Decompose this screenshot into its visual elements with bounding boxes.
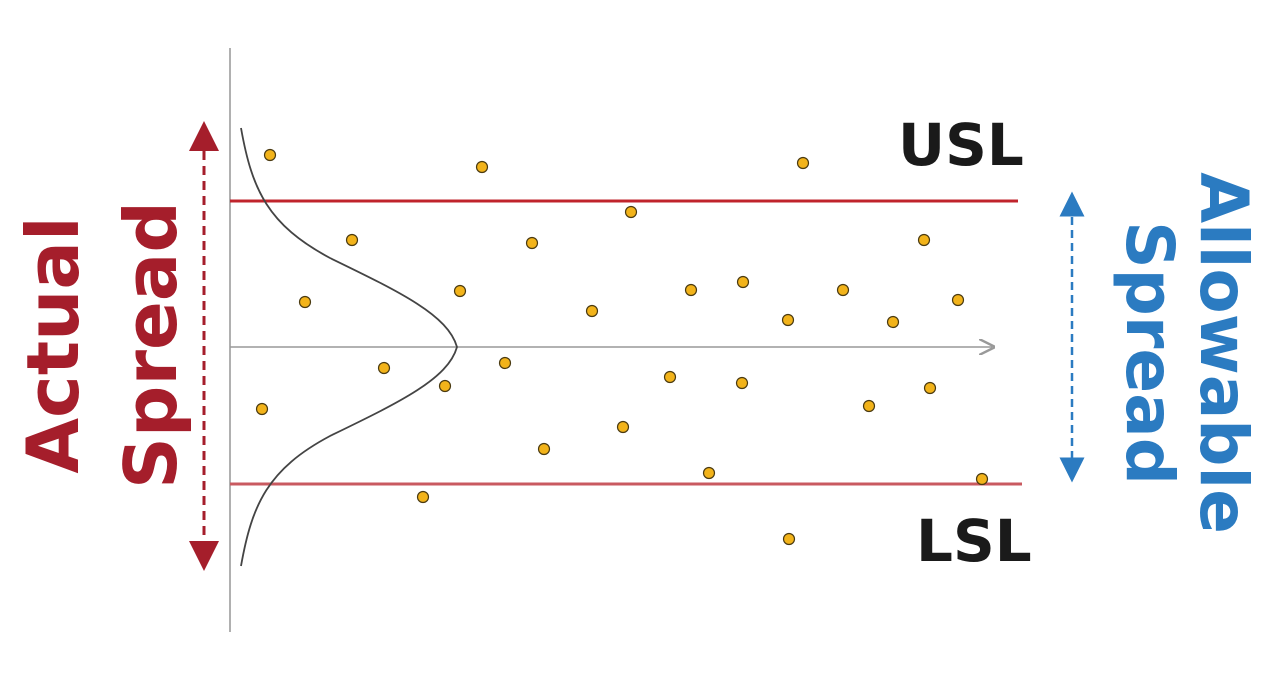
data-point [616, 420, 630, 434]
usl-label: USL [898, 111, 1024, 179]
data-point [298, 295, 312, 309]
data-points [255, 148, 989, 546]
data-point [416, 490, 430, 504]
data-point [525, 236, 539, 250]
data-point [684, 283, 698, 297]
data-point [951, 293, 965, 307]
lsl-label: LSL [916, 507, 1032, 575]
data-point [475, 160, 489, 174]
data-point [975, 472, 989, 486]
data-point [781, 313, 795, 327]
allowable-spread-label-line1: Allowable [1185, 172, 1262, 534]
data-point [836, 283, 850, 297]
data-point [345, 233, 359, 247]
data-point [862, 399, 876, 413]
actual-spread-label-line1: Actual [11, 216, 95, 474]
data-point [498, 356, 512, 370]
data-point [585, 304, 599, 318]
actual-spread-label-line2: Spread [109, 201, 193, 489]
data-point [735, 376, 749, 390]
normal-curve [240, 127, 458, 567]
data-point [624, 205, 638, 219]
data-point [263, 148, 277, 162]
data-point [702, 466, 716, 480]
data-point [917, 233, 931, 247]
data-point [782, 532, 796, 546]
allowable-spread-label-line2: Spread [1111, 221, 1188, 485]
data-point [663, 370, 677, 384]
data-point [796, 156, 810, 170]
data-point [453, 284, 467, 298]
data-point [537, 442, 551, 456]
data-point [923, 381, 937, 395]
data-point [886, 315, 900, 329]
data-point [438, 379, 452, 393]
data-point [255, 402, 269, 416]
data-point [736, 275, 750, 289]
data-point [377, 361, 391, 375]
